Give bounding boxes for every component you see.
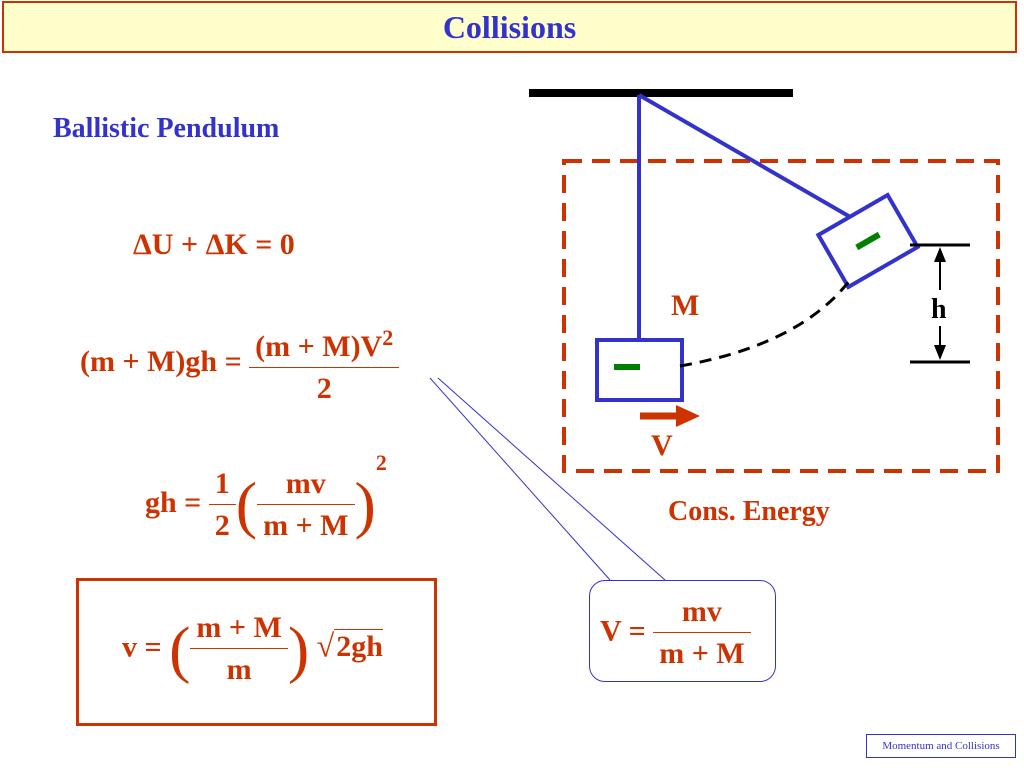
eq2-exponent: 2 [382, 325, 394, 350]
result-left: v = [122, 630, 162, 664]
eq3-left: gh = [145, 486, 202, 519]
eq2-fraction: (m + M)V2 2 [249, 318, 400, 410]
result-close-paren: ) [287, 613, 310, 685]
string-swung [637, 93, 854, 220]
eq2-numerator: (m + M)V2 [249, 318, 400, 368]
eq3-open-paren: ( [235, 469, 258, 541]
eq3-half-den: 2 [214, 508, 230, 542]
eq2-denominator: 2 [316, 372, 332, 405]
gh-equation: gh = 1 2 ( mv m + M )2 [145, 450, 387, 547]
result-numerator: m + M [190, 608, 288, 649]
callout-fraction: mv m + M [653, 592, 751, 675]
bullet-swung [855, 231, 881, 251]
subtitle: Ballistic Pendulum [53, 113, 280, 144]
callout-box [589, 580, 776, 682]
energy-boundary [562, 159, 1000, 473]
eq3-fraction: mv m + M [257, 464, 355, 547]
result-open-paren: ( [169, 613, 191, 685]
callout-pointer-line-b [437, 377, 666, 581]
eq3-close-paren: ) [354, 469, 376, 541]
title-bar: Collisions [2, 1, 1017, 53]
result-box [76, 578, 437, 726]
eq2-left: (m + M)gh = [80, 344, 242, 378]
height-arrowhead-up [934, 247, 946, 262]
callout-equation: V = mv m + M [600, 592, 751, 675]
velocity-arrowhead [676, 405, 700, 427]
callout-pointer-line-a [429, 377, 611, 581]
callout-denominator: m + M [659, 637, 745, 670]
eq3-numerator: mv [257, 464, 355, 505]
result-equation: v = ( m + M m ) √2gh [122, 608, 383, 691]
velocity-label: V [651, 429, 673, 462]
mass-label: M [671, 289, 700, 322]
height-arrowhead-down [934, 345, 946, 360]
eq3-denominator: m + M [263, 508, 349, 542]
result-sqrt-term: 2gh [334, 629, 383, 664]
page-title: Collisions [442, 8, 577, 45]
eq2-num-text: (m + M)V [255, 330, 383, 363]
footer-label: Momentum and Collisions [866, 734, 1016, 758]
eq3-half-num: 1 [208, 464, 236, 505]
callout-numerator: mv [653, 592, 751, 633]
energy-equation: ΔU + ΔK = 0 [133, 228, 295, 261]
eq3-exponent: 2 [375, 450, 387, 475]
swing-path [679, 279, 852, 368]
energy-balance-equation: (m + M)gh = (m + M)V2 2 [80, 318, 400, 410]
result-fraction: m + M m [190, 608, 288, 691]
sqrt-icon: √ [316, 627, 335, 664]
height-label: h [931, 294, 947, 325]
result-denominator: m [226, 653, 252, 686]
eq3-half: 1 2 [208, 464, 236, 547]
callout-left: V = [600, 614, 646, 648]
energy-caption: Cons. Energy [668, 496, 830, 527]
